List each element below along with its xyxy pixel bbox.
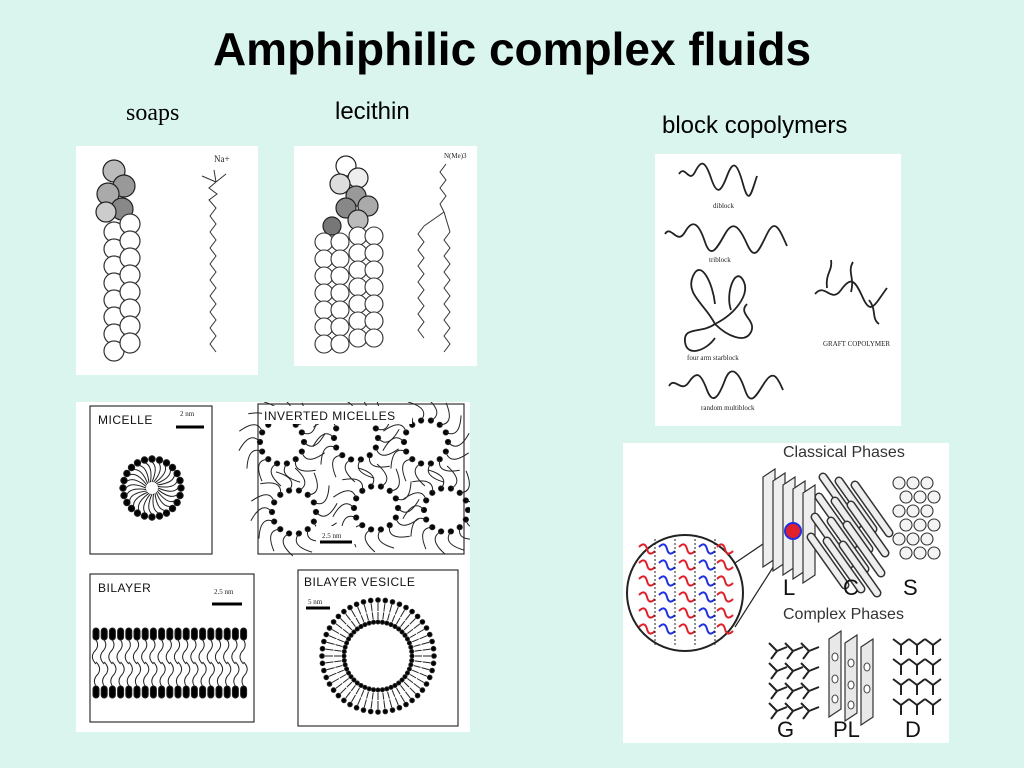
soap-molecule-image: Na+: [76, 146, 258, 375]
complex-phases-label: Complex Phases: [783, 606, 904, 623]
phase-PL-label: PL: [833, 717, 860, 742]
bilayer-scale-label: 2.5 nm: [214, 588, 234, 596]
phase-S-label: S: [903, 575, 918, 600]
starblock-label: four arm starblock: [687, 354, 739, 362]
phase-C-label: C: [843, 575, 859, 600]
multiblock-label: random multiblock: [701, 404, 755, 412]
bilayer-vesicle-label: BILAYER VESICLE: [304, 575, 415, 589]
micelle-label: MICELLE: [98, 413, 153, 427]
label-lecithin: lecithin: [335, 98, 410, 125]
lecithin-molecule-image: N(Me)3: [294, 146, 477, 366]
label-block-copolymers: block copolymers: [662, 112, 848, 139]
slide-title: Amphiphilic complex fluids: [212, 23, 812, 75]
block-copolymers-image: diblock triblock four arm starblock GRAF…: [655, 154, 901, 426]
inverted-micelles-label: INVERTED MICELLES: [264, 409, 396, 423]
sodium-ion-label: Na+: [214, 154, 230, 164]
self-assembly-structures-image: MICELLE 2 nm INVERTED MICELLES 2.5 nm BI…: [76, 402, 470, 732]
graft-copolymer-label: GRAFT COPOLYMER: [823, 340, 890, 348]
label-soaps: soaps: [126, 100, 180, 126]
phase-D-label: D: [905, 717, 921, 742]
vesicle-scale-label: 5 nm: [308, 598, 323, 606]
phase-L-label: L: [783, 575, 795, 600]
choline-label: N(Me)3: [444, 152, 467, 160]
triblock-label: triblock: [709, 256, 731, 264]
micelle-scale-label: 2 nm: [180, 410, 195, 418]
bilayer-label: BILAYER: [98, 581, 151, 595]
inverted-scale-label: 2.5 nm: [322, 532, 342, 540]
classical-phases-label: Classical Phases: [783, 444, 905, 461]
copolymer-phases-image: Classical Phases Complex Phases L C S: [623, 443, 949, 743]
phase-G-label: G: [777, 717, 794, 742]
diblock-label: diblock: [713, 202, 734, 210]
